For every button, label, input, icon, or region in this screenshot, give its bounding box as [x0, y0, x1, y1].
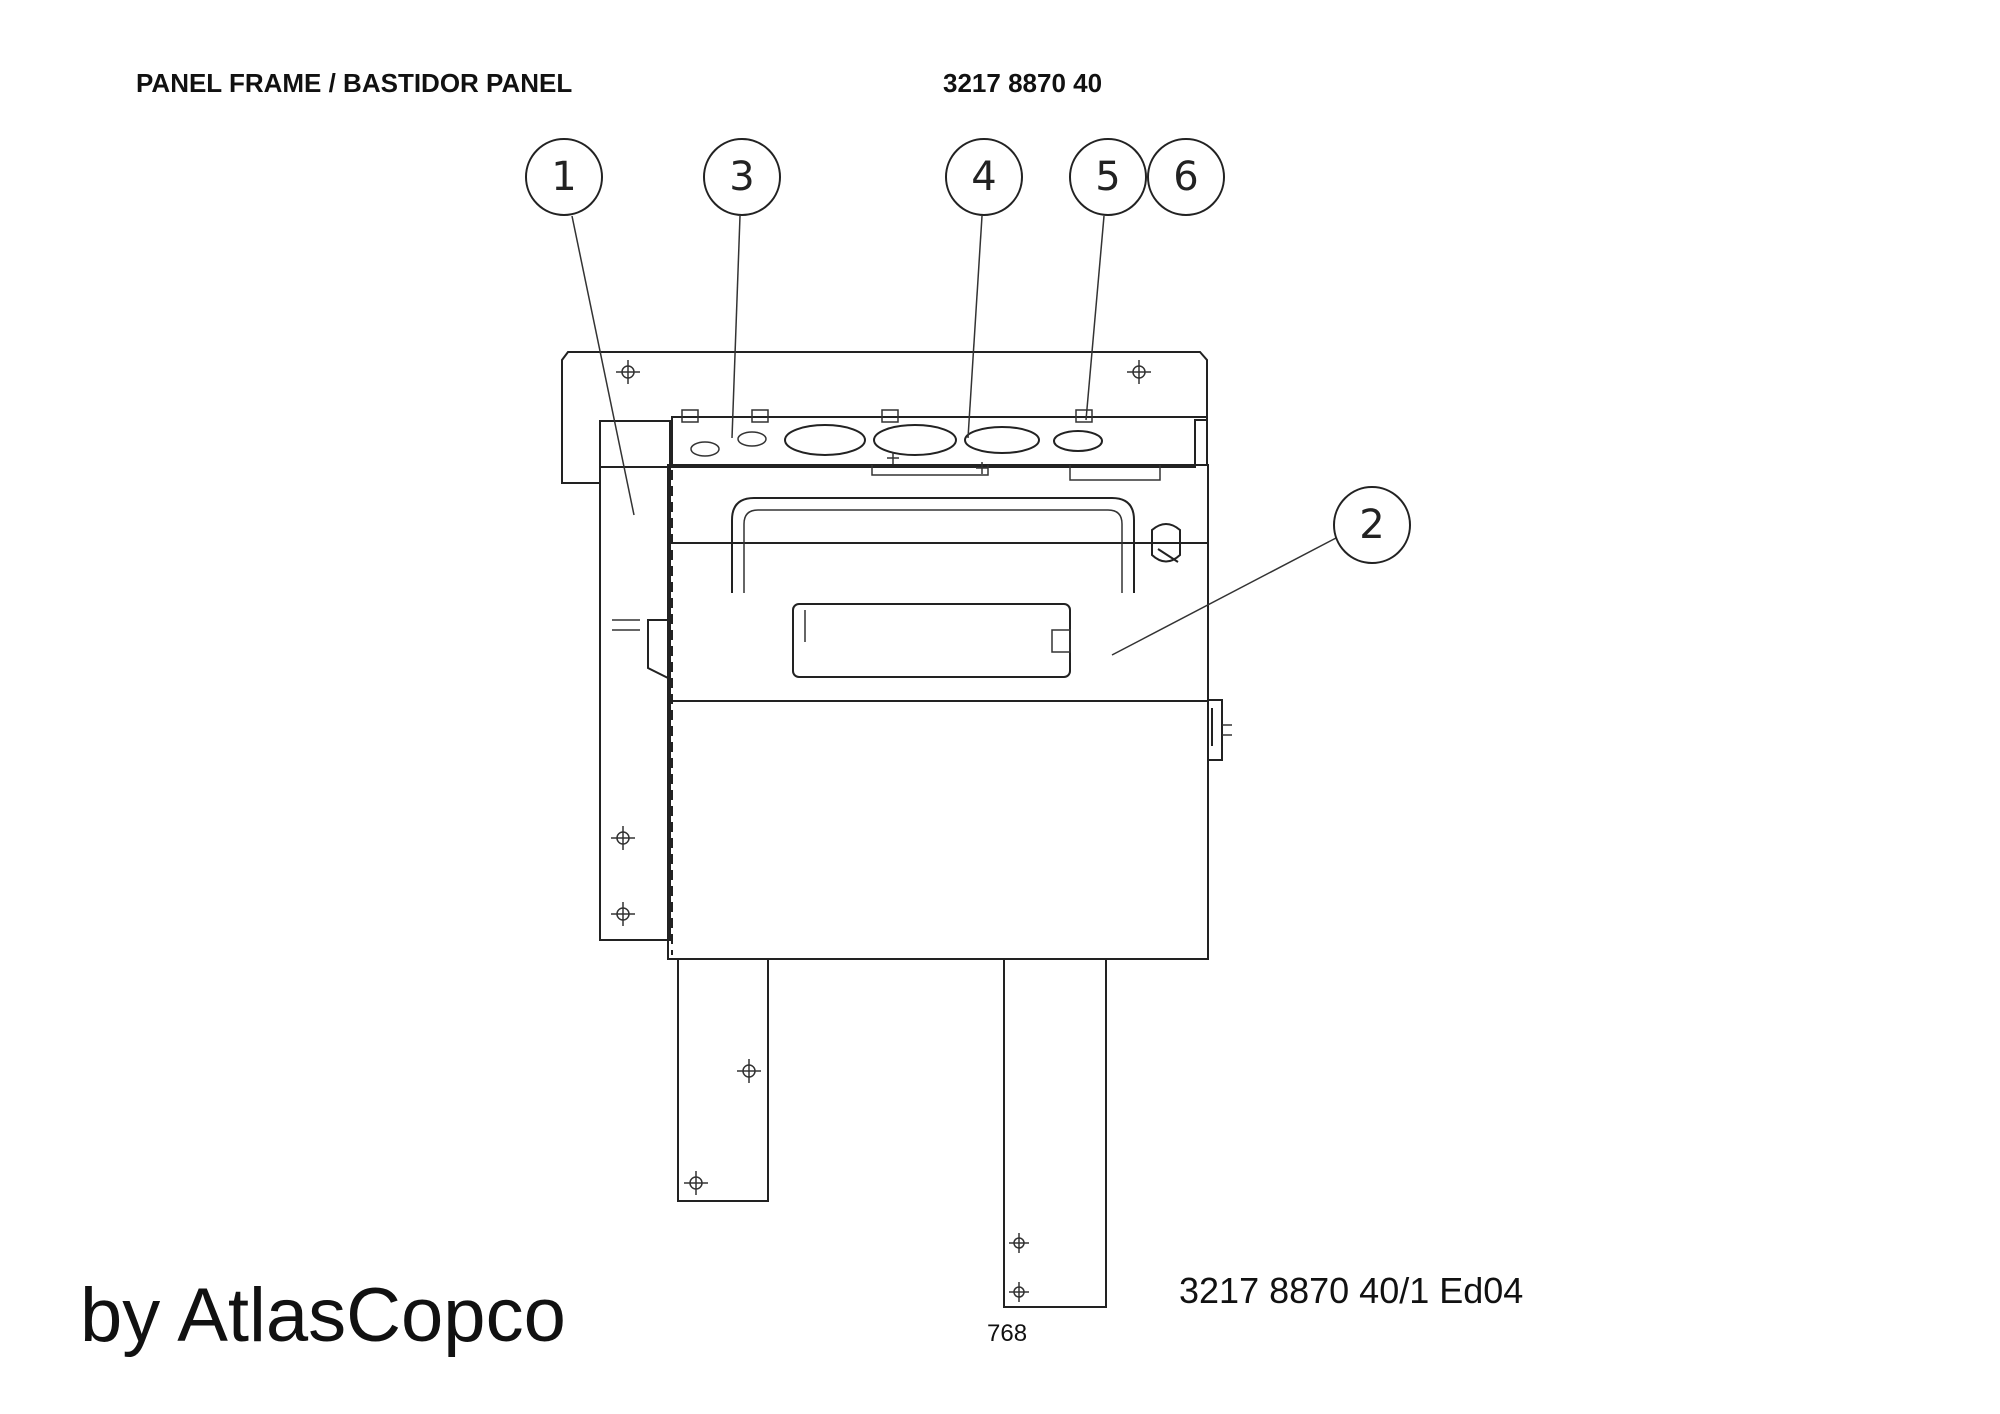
bolt-head-2 [751, 409, 769, 423]
gland-tab [871, 465, 989, 476]
drawing-reference: 3217 8870 40/1 Ed04 [1179, 1270, 1524, 1311]
fastener-2 [1127, 360, 1151, 384]
gland-hole-2 [873, 424, 957, 456]
leader-2 [1111, 537, 1337, 656]
left-leg [677, 958, 769, 1202]
svg-text:2: 2 [1359, 502, 1384, 548]
leader-lines [571, 215, 1337, 656]
leader-3 [731, 215, 741, 439]
lock [1151, 523, 1181, 563]
handle-inner [743, 509, 1123, 593]
fastener-5 [737, 1059, 761, 1083]
handle-outer [731, 497, 1135, 593]
gland-hole-small-2 [690, 441, 720, 457]
fastener-10 [976, 462, 988, 474]
bolt-head-4 [1075, 409, 1093, 423]
fastener-3 [611, 826, 635, 850]
bolt-head-3 [881, 409, 899, 423]
fastener-1 [616, 360, 640, 384]
fastener-9 [887, 452, 899, 464]
fastener-7 [1009, 1233, 1029, 1253]
right-clip-detail [1222, 724, 1232, 736]
balloon-1: 1 [525, 138, 603, 216]
leader-1 [571, 215, 635, 516]
leader-5 [1085, 215, 1105, 421]
main-body [667, 464, 1209, 960]
page-title: PANEL FRAME / BASTIDOR PANEL [136, 68, 573, 98]
balloon-5: 5 [1069, 138, 1147, 216]
fastener-8 [1009, 1282, 1029, 1302]
right-clip [1208, 699, 1223, 761]
balloon-4: 4 [945, 138, 1023, 216]
balloon-6: 6 [1147, 138, 1225, 216]
display-tab [1051, 629, 1071, 653]
gland-hole-3 [964, 426, 1040, 454]
page-number: 768 [987, 1320, 1028, 1347]
left-clip-detail [612, 619, 640, 631]
balloon-2: 2 [1333, 486, 1411, 564]
fastener-marks [611, 360, 1151, 1302]
fastener-4 [611, 902, 635, 926]
svg-text:4: 4 [971, 154, 996, 200]
balloon-3: 3 [703, 138, 781, 216]
strip-bracket [1069, 465, 1161, 481]
top-mounting-plate [561, 351, 1208, 484]
gland-hole-4 [1053, 430, 1103, 452]
lock-slot [1157, 548, 1179, 563]
gland-strip [671, 416, 1208, 466]
bolt-head-1 [681, 409, 699, 423]
part-number: 3217 8870 40 [943, 68, 1103, 98]
svg-text:3: 3 [729, 154, 754, 200]
leader-4 [967, 215, 983, 439]
gland-hole-1 [784, 424, 866, 456]
svg-text:5: 5 [1095, 154, 1120, 200]
svg-text:6: 6 [1173, 154, 1198, 200]
brand-logo-text: by AtlasCopco [80, 1273, 566, 1358]
right-leg [1003, 958, 1107, 1308]
svg-text:1: 1 [551, 154, 576, 200]
left-clip [647, 619, 669, 679]
fastener-6 [684, 1171, 708, 1195]
display-window [792, 603, 1071, 678]
left-side-panel [599, 420, 671, 941]
gland-hole-small-1 [737, 431, 767, 447]
